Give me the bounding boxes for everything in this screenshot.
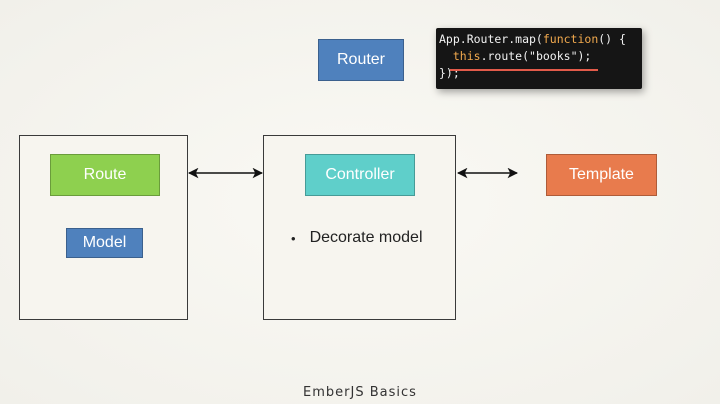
route-label: Route	[83, 166, 127, 183]
bullet-text: Decorate model	[309, 229, 423, 246]
template-label: Template	[569, 166, 634, 183]
route-box: Route	[50, 154, 160, 196]
footer-title: EmberJS Basics	[303, 385, 417, 400]
code-snippet: App.Router.map(function() { this.route("…	[436, 28, 642, 89]
controller-label: Controller	[325, 166, 395, 183]
code-underline	[450, 69, 598, 71]
code-line-1: App.Router.map(function() {	[439, 32, 626, 46]
router-label: Router	[336, 51, 386, 68]
code-line-2: this.route("books");	[452, 49, 592, 63]
model-label: Model	[82, 234, 127, 251]
model-box: Model	[66, 228, 143, 258]
controller-box: Controller	[305, 154, 415, 196]
template-box: Template	[546, 154, 657, 196]
router-box: Router	[318, 39, 404, 81]
bullet-dot-icon: •	[291, 230, 296, 246]
controller-bullet: • Decorate model	[291, 227, 423, 249]
